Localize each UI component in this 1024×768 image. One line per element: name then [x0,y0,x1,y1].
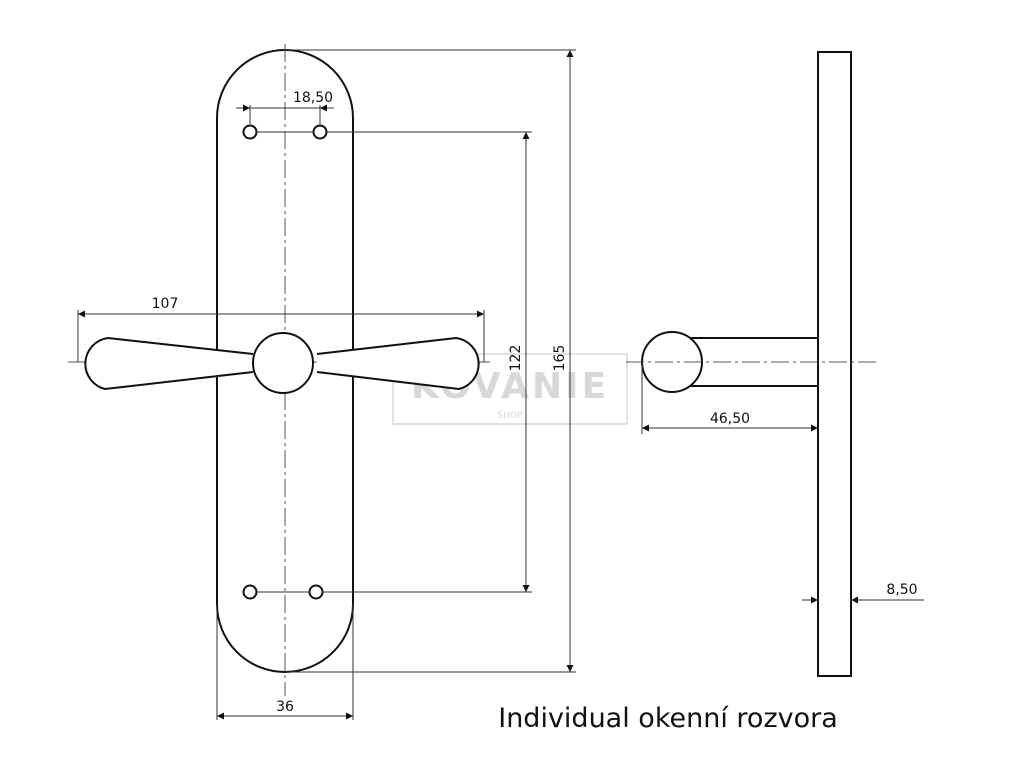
dim-hole-spacing-label: 18,50 [293,90,333,106]
side-view [626,51,876,677]
dim-plate-width-label: 36 [276,699,294,715]
front-view [68,44,490,696]
drawing-title: Individual okenní rozvora [498,703,838,734]
dim-hole-distance-label: 122 [508,345,524,372]
lever-arm-left [84,336,254,391]
side-plate [817,51,852,677]
watermark-subtext: SHOP [498,411,524,421]
dim-plate-thickness-label: 8,50 [886,582,917,598]
dim-plate-height-label: 165 [552,345,568,372]
dimensions [77,49,924,720]
dim-projection-label: 46,50 [710,411,750,427]
lever-arm-right [316,336,480,391]
screw-hole-top-left [242,124,258,140]
watermark-frame [392,353,628,425]
screw-hole-bottom-right [308,584,324,600]
screw-hole-top-right [312,124,328,140]
handle-hub [252,332,314,394]
screw-hole-bottom-left [242,584,258,600]
dim-lever-length-label: 107 [152,296,179,312]
